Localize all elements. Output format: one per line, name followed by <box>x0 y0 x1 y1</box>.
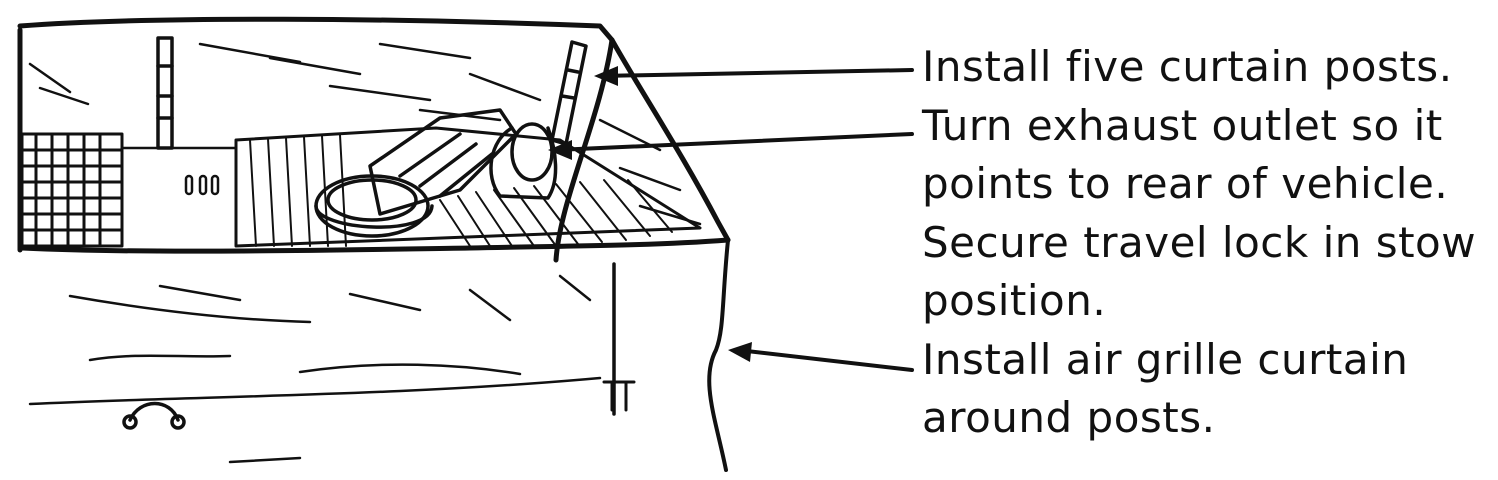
label-air-grille-line1: Install air grille curtain <box>922 334 1409 384</box>
leader-air-grille <box>736 348 914 372</box>
callout-labels: Install five curtain posts. Turn exhaust… <box>922 38 1492 448</box>
curtain-folds <box>28 42 702 226</box>
leader-arrowheads <box>548 66 752 362</box>
curtain-post-left <box>156 36 174 150</box>
deck-wall <box>120 146 238 248</box>
lower-curtain <box>28 262 636 464</box>
travel-lock <box>314 108 518 238</box>
leader-curtain-posts <box>598 68 914 78</box>
label-travel-lock-line2: position. <box>922 276 1107 325</box>
air-grille <box>20 132 124 248</box>
deck-grating <box>234 126 702 248</box>
label-travel-lock-line1: Secure travel lock in stow <box>922 217 1477 267</box>
leader-exhaust <box>554 132 914 152</box>
label-air-grille-line2: around posts. <box>922 393 1216 442</box>
label-exhaust-line2: points to rear of vehicle. <box>922 159 1449 208</box>
curtain-post-right <box>550 40 588 146</box>
leader-lines <box>554 68 914 372</box>
label-exhaust-line1: Turn exhaust outlet so it <box>922 100 1443 150</box>
label-curtain-posts: Install five curtain posts. <box>922 42 1453 91</box>
grab-handle <box>122 401 186 430</box>
curtain-outline <box>17 16 731 472</box>
